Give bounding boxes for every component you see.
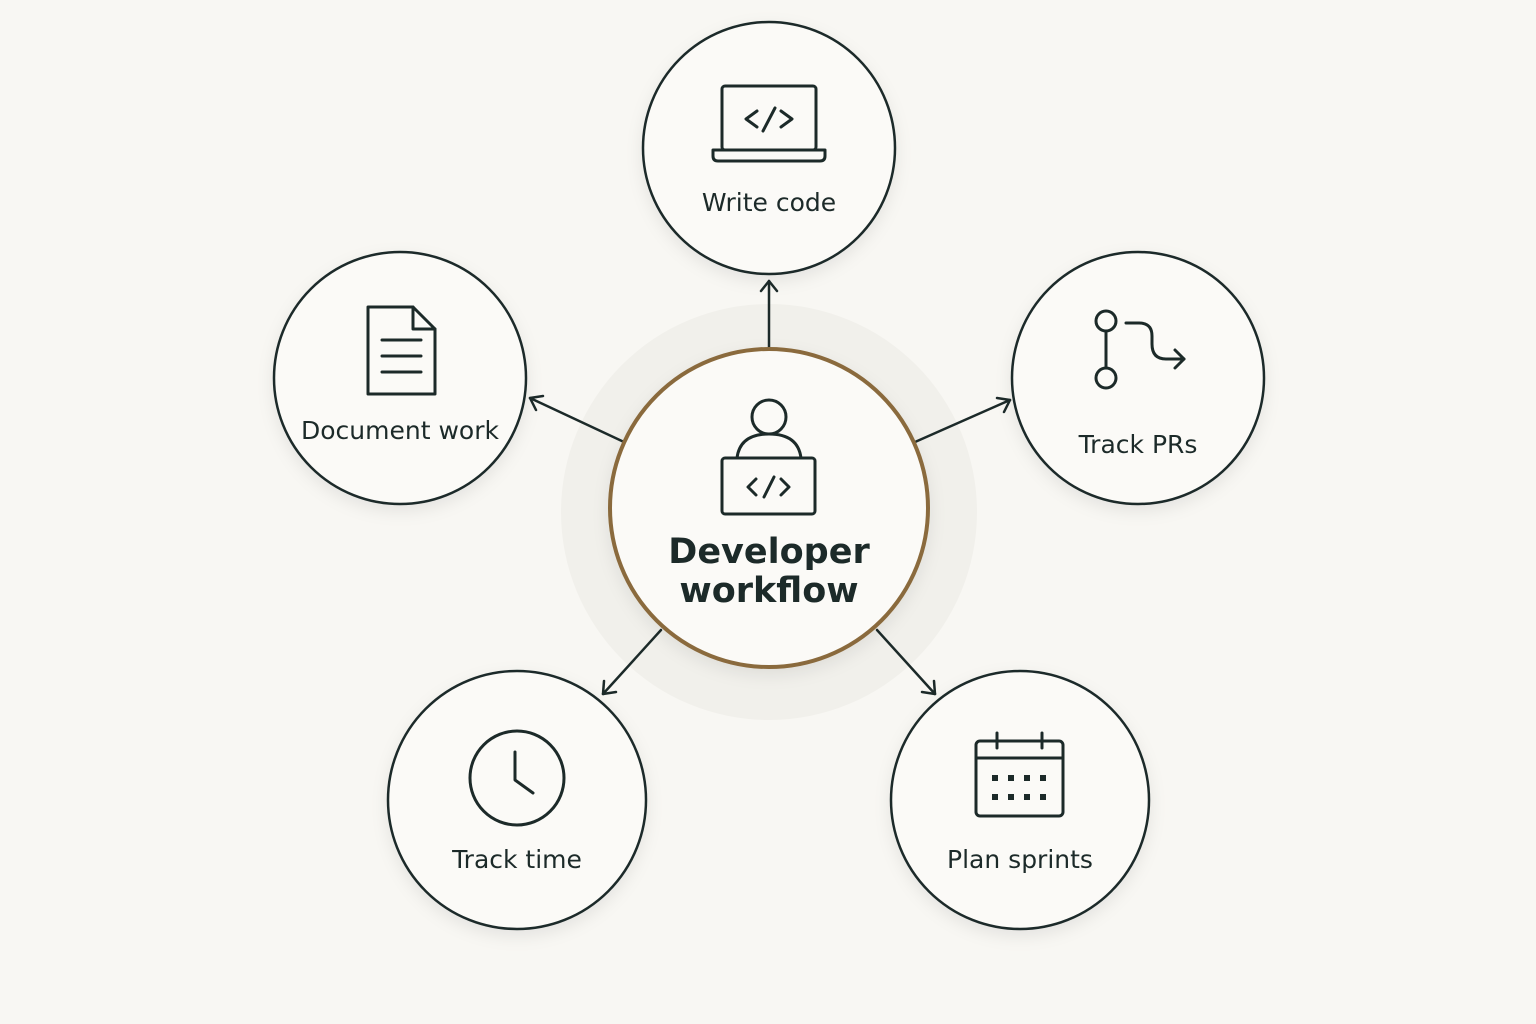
node-write-code [641,20,897,276]
node-label: Plan sprints [947,845,1093,874]
node-track-time [386,669,648,931]
node-track-prs [1010,250,1266,506]
calendar-icon [974,731,1065,818]
git-branch-icon [1094,309,1186,390]
center-circle [608,347,930,669]
clock-icon [468,729,566,827]
document-icon [366,305,437,396]
center-title-line2: workflow [679,571,858,611]
node-circle [272,250,528,506]
node-label: Document work [301,416,499,445]
connector-plan-sprints [875,628,937,696]
connectors [528,279,1012,696]
center-node [608,347,930,669]
laptop-code-icon [711,84,827,163]
developer-at-laptop-icon [720,398,817,516]
node-circle [386,669,648,931]
node-label: Write code [702,188,836,217]
node-document-work [272,250,528,506]
node-circle [1010,250,1266,506]
node-label: Track PRs [1078,430,1198,459]
connector-document-work [528,394,626,444]
node-circle [889,669,1151,931]
connector-track-prs [913,396,1012,444]
center-title-line1: Developer [668,532,870,572]
connector-track-time [601,628,663,696]
node-plan-sprints [889,669,1151,931]
node-label: Track time [451,845,582,874]
node-circle [641,20,897,276]
connector-write-code [759,279,779,349]
